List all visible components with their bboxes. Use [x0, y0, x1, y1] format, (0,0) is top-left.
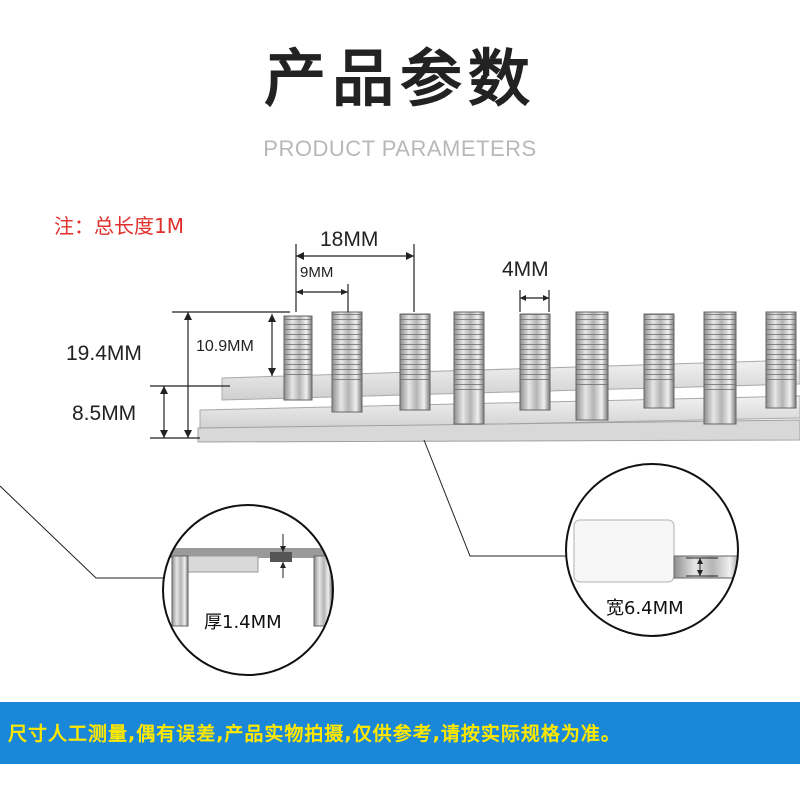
page-title: 产品参数	[263, 42, 536, 115]
tooth	[453, 311, 485, 425]
page-subtitle: PRODUCT PARAMETERS	[263, 136, 537, 161]
disclaimer-banner: 尺寸人工测量,偶有误差,产品实物拍摄,仅供参考,请按实际规格为准。	[0, 702, 800, 764]
tooth	[765, 311, 797, 409]
dimension-lines	[150, 244, 550, 439]
tooth	[399, 313, 431, 411]
tooth	[331, 311, 363, 413]
pitch-label: 18MM	[320, 228, 379, 251]
tooth-gap-label: 4MM	[502, 258, 549, 281]
half-pitch-label: 9MM	[300, 264, 334, 281]
detail-circle-thickness	[162, 504, 334, 676]
base-height-label: 8.5MM	[72, 402, 137, 425]
tooth	[283, 315, 313, 401]
tooth	[519, 313, 551, 411]
busbar-teeth	[283, 311, 797, 425]
length-note: 注：总长度1M	[54, 214, 184, 238]
tooth	[643, 313, 675, 409]
detail-circle-width	[565, 463, 739, 637]
tooth	[703, 311, 737, 425]
tooth-height-label: 10.9MM	[196, 338, 254, 355]
width-label: 宽6.4MM	[606, 598, 684, 619]
total-height-label: 19.4MM	[66, 342, 142, 365]
thickness-label: 厚1.4MM	[204, 612, 282, 633]
leader-lines	[0, 439, 566, 579]
tooth	[575, 311, 609, 421]
disclaimer-text: 尺寸人工测量,偶有误差,产品实物拍摄,仅供参考,请按实际规格为准。	[8, 723, 621, 745]
